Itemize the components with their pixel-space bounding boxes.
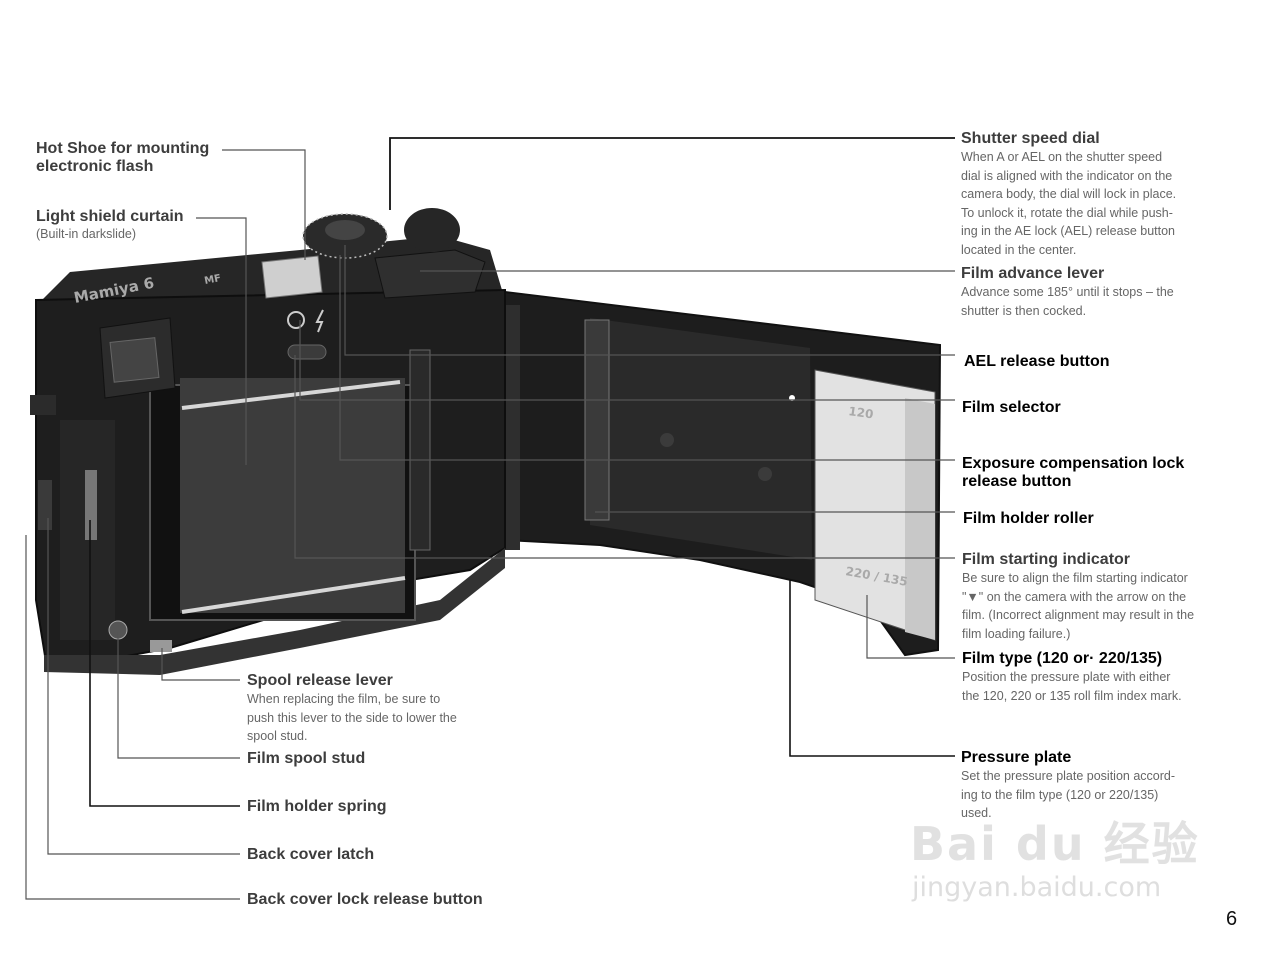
label-starting-indicator: Film starting indicator Be sure to align… — [962, 551, 1222, 643]
label-light-shield-desc: (Built-in darkslide) — [36, 227, 137, 241]
label-advance-lever-title: Film advance lever — [961, 265, 1105, 282]
door-inner-plate — [590, 318, 812, 560]
label-starting-indicator-desc-2: "▼" on the camera with the arrow on the — [962, 589, 1187, 604]
label-shutter-dial-desc-3: camera body, the dial will lock in place… — [961, 187, 1177, 201]
label-starting-indicator-desc-3: film. (Incorrect alignment may result in… — [962, 608, 1195, 622]
label-shutter-dial-title: Shutter speed dial — [961, 130, 1100, 147]
flash-symbol — [315, 309, 324, 333]
watermark-logo: Bai du 经验 — [910, 817, 1200, 871]
leader-shutter-dial — [389, 137, 955, 210]
film-advance-lever-shape — [374, 249, 486, 299]
door-rivet — [660, 433, 674, 447]
dial-center — [325, 220, 365, 240]
label-holder-spring: Film holder spring — [247, 798, 387, 815]
camera-model-text: MF — [203, 273, 222, 287]
leader-pressure-plate — [789, 580, 955, 757]
label-hot-shoe-title-line2: electronic flash — [36, 158, 154, 175]
label-comp-lock: Exposure compensation lock release butto… — [962, 455, 1222, 491]
label-spool-stud: Film spool stud — [247, 750, 366, 767]
viewfinder-glass — [109, 337, 160, 383]
label-pressure-plate-title: Pressure plate — [961, 749, 1072, 766]
label-hot-shoe: Hot Shoe for mounting electronic flash — [36, 140, 226, 176]
leader-spool-release — [161, 648, 240, 681]
hot-shoe — [261, 255, 323, 299]
film-holder-spring-shape — [85, 470, 97, 540]
leader-lines — [25, 137, 955, 900]
label-shutter-dial: Shutter speed dial When A or AEL on the … — [961, 130, 1221, 259]
label-pressure-plate-desc-3: used. — [961, 806, 992, 820]
leader-comp-lock — [339, 255, 955, 461]
label-pressure-plate: Pressure plate Set the pressure plate po… — [961, 749, 1221, 823]
page-number: 6 — [1226, 908, 1238, 930]
label-pressure-plate-desc-2: ing to the film type (120 or 220/135) — [961, 787, 1159, 802]
label-film-type: Film type (120 or· 220/135) Position the… — [962, 650, 1222, 705]
label-film-type-desc-1: Position the pressure plate with either — [962, 670, 1171, 684]
leader-back-cover-latch — [47, 518, 240, 855]
label-shutter-dial-desc-5: ing in the AE lock (AEL) release button — [961, 224, 1176, 238]
label-light-shield-title: Light shield curtain — [36, 208, 184, 225]
label-roller: Film holder roller — [963, 510, 1094, 527]
door-edge-strip — [905, 398, 935, 640]
label-spool-release-title: Spool release lever — [247, 672, 393, 689]
leader-light-shield — [196, 217, 247, 465]
label-comp-lock-title: Exposure compensation lock — [962, 455, 1185, 472]
leader-holder-spring — [89, 520, 240, 807]
spool-release-lever-shape — [150, 640, 172, 652]
label-light-shield: Light shield curtain (Built-in darkslide… — [36, 208, 206, 242]
leader-lock-release — [25, 535, 240, 900]
label-shutter-dial-desc-2: dial is aligned with the indicator on th… — [961, 168, 1173, 183]
advance-knob — [404, 208, 460, 252]
label-shutter-dial-desc-6: located in the center. — [961, 242, 1077, 257]
label-ael: AEL release button — [964, 353, 1110, 370]
body-strap-lug — [30, 395, 56, 415]
label-spool-release-desc-1: When replacing the film, be sure to — [247, 692, 441, 706]
label-shutter-dial-desc-4: To unlock it, rotate the dial while push… — [961, 205, 1173, 220]
film-holder-roller-shape — [584, 319, 610, 521]
label-starting-indicator-desc-1: Be sure to align the film starting indic… — [962, 571, 1188, 585]
camera-illustration: Mamiya 6 MF 120 220 / 135 — [30, 208, 942, 675]
film-rails — [181, 380, 406, 614]
label-film-type-title: Film type (120 or· 220/135) — [962, 650, 1163, 667]
leader-starting-indicator — [294, 355, 955, 559]
label-hot-shoe-title: Hot Shoe for mounting — [36, 140, 210, 157]
label-spool-release-desc-3: spool stud. — [247, 729, 308, 743]
label-advance-lever: Film advance lever Advance some 185° unt… — [961, 265, 1221, 320]
label-film-type-desc-2: the 120, 220 or 135 roll film index mark… — [962, 688, 1182, 703]
label-comp-lock-title-line2: release button — [962, 473, 1072, 490]
door-mark-120: 120 — [848, 404, 875, 421]
label-shutter-dial-desc-1: When A or AEL on the shutter speed — [961, 150, 1163, 164]
label-advance-lever-desc-1: Advance some 185° until it stops – the — [961, 285, 1174, 299]
leader-film-selector — [299, 320, 955, 401]
label-advance-lever-desc-2: shutter is then cocked. — [961, 303, 1087, 318]
leader-hot-shoe — [222, 149, 306, 260]
watermark-url: jingyan.baidu.com — [912, 872, 1162, 903]
roller-bar — [409, 349, 431, 551]
door-rivet — [758, 467, 772, 481]
leader-film-type — [866, 595, 955, 659]
label-spool-release: Spool release lever When replacing the f… — [247, 672, 497, 746]
label-film-selector: Film selector — [962, 399, 1061, 416]
back-cover-latch-shape — [38, 480, 52, 530]
label-pressure-plate-desc-1: Set the pressure plate position accord- — [961, 769, 1176, 783]
label-back-cover-latch: Back cover latch — [247, 846, 375, 863]
comp-lock-button-shape — [287, 344, 327, 360]
leader-spool-stud — [117, 632, 240, 759]
label-spool-release-desc-2: push this lever to the side to lower the — [247, 710, 457, 725]
film-selector-shape — [287, 311, 305, 329]
leader-ael — [344, 245, 955, 356]
label-starting-indicator-desc-4: film loading failure.) — [962, 626, 1071, 641]
light-shield-curtain — [180, 378, 405, 613]
label-lock-release: Back cover lock release button — [247, 891, 483, 908]
label-starting-indicator-title: Film starting indicator — [962, 551, 1131, 568]
